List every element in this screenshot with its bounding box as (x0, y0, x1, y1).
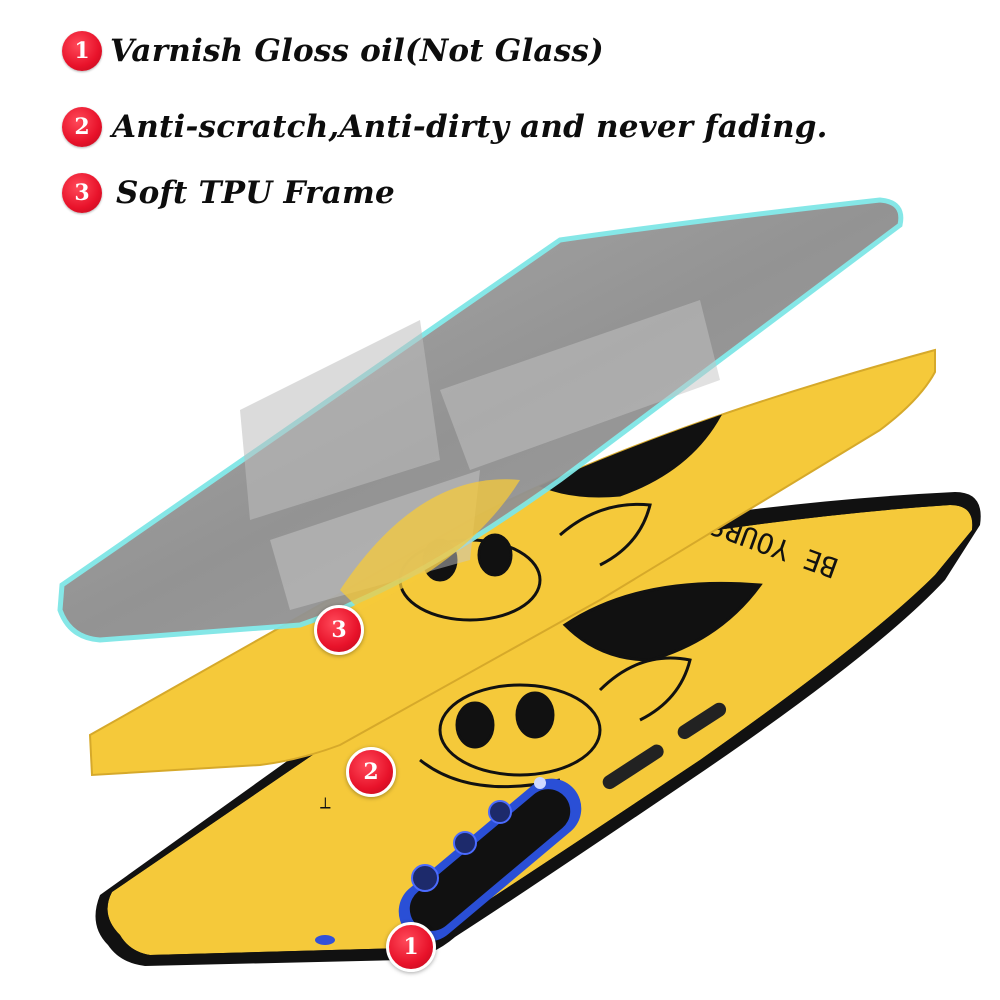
camera-lens (488, 800, 512, 824)
feature-text-3: Soft TPU Frame (116, 175, 395, 211)
side-button (602, 744, 664, 790)
side-button (677, 702, 727, 740)
camera-lens (411, 864, 439, 892)
feature-item-3: 3 Soft TPU Frame (62, 173, 395, 213)
phone-artwork (419, 581, 763, 789)
callout-badge-1: 1 (386, 922, 436, 972)
feature-badge-3: 3 (62, 173, 102, 213)
speaker-hole (315, 935, 335, 945)
feature-item-1: 1 Varnish Gloss oil(Not Glass) (62, 31, 604, 71)
gloss-oil-layer (57, 197, 904, 643)
feature-badge-1: 1 (62, 31, 102, 71)
feature-text-2: Anti-scratch,Anti-dirty and never fading… (112, 109, 828, 145)
phone-with-frame: BE YOURSELF ⟂ (95, 492, 981, 966)
camera-lens (453, 831, 477, 855)
feature-badge-2: 2 (62, 107, 102, 147)
phone-signature: ⟂ (320, 793, 331, 812)
camera-flash (534, 777, 546, 789)
callout-badge-2: 2 (346, 747, 396, 797)
feature-text-1: Varnish Gloss oil(Not Glass) (110, 33, 604, 69)
feature-item-2: 2 Anti-scratch,Anti-dirty and never fadi… (62, 107, 828, 147)
callout-badge-3: 3 (314, 605, 364, 655)
camera-module (398, 777, 582, 942)
